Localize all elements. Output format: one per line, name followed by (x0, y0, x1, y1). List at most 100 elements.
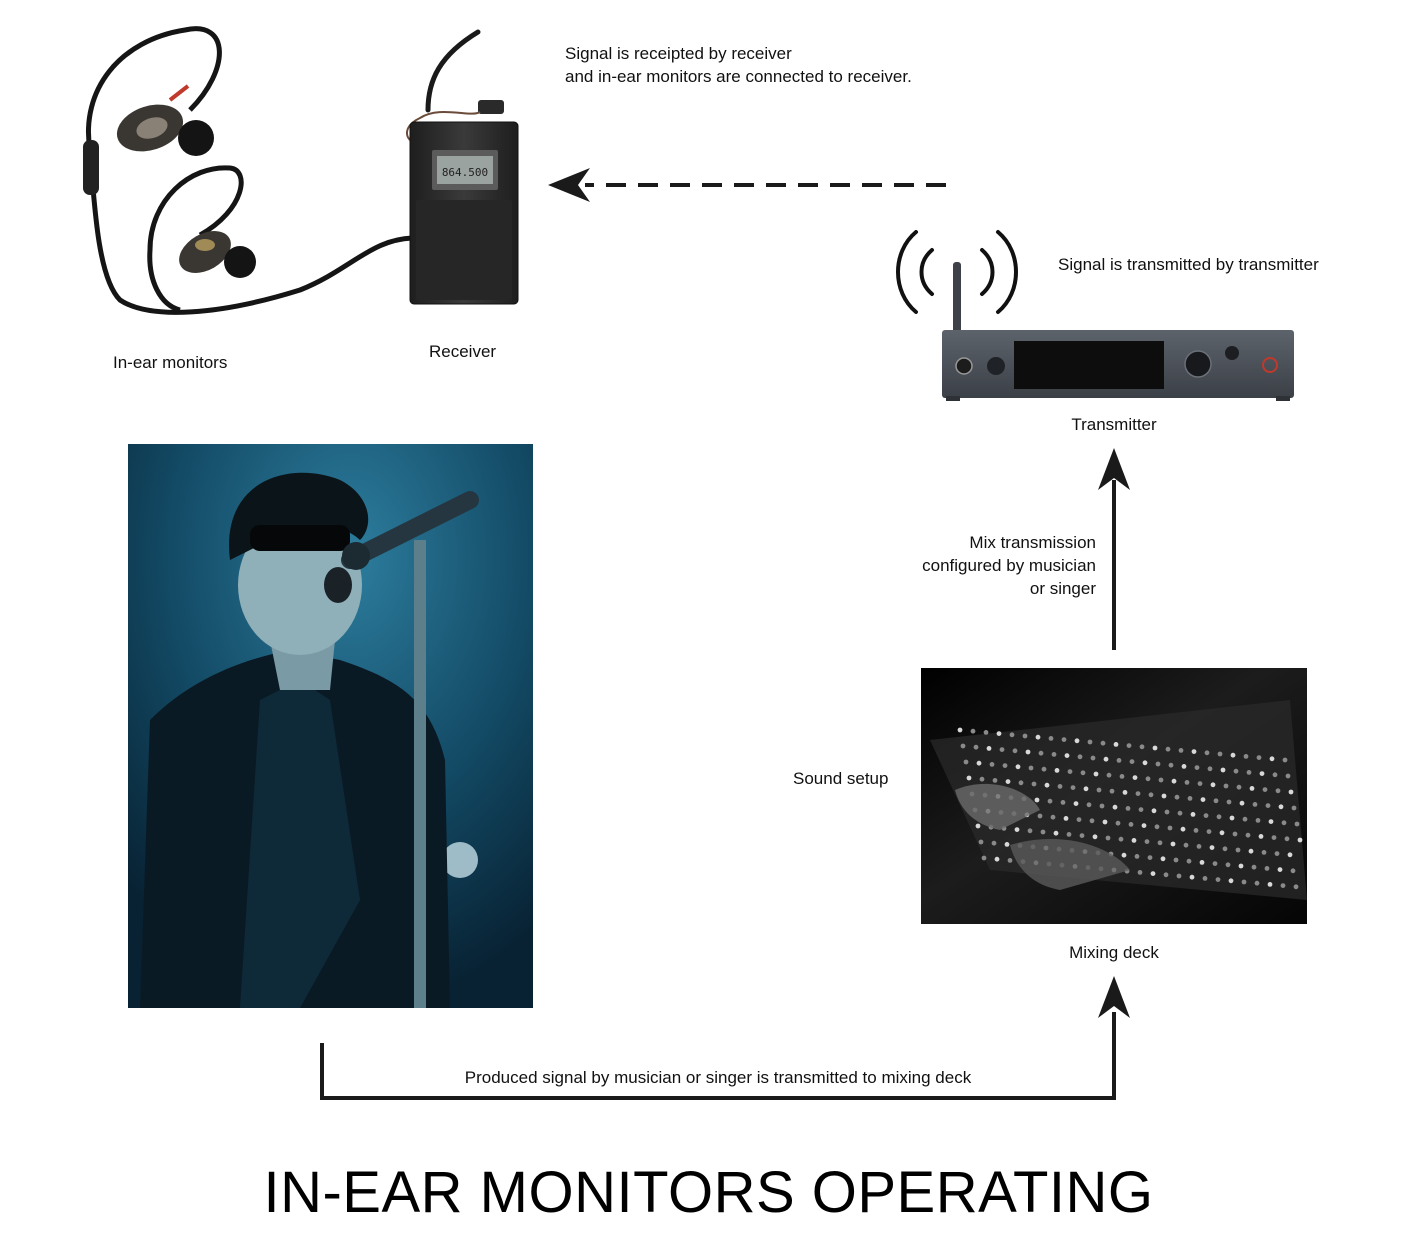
receiver-label: Receiver (429, 342, 497, 361)
mixer-knob (1194, 765, 1200, 770)
mixer-knob (957, 727, 963, 733)
mixer-knob (1200, 797, 1206, 802)
mixer-knob (1177, 810, 1183, 816)
mixer-knob (996, 731, 1002, 736)
mixer-knob (1002, 763, 1008, 768)
mixer-knob (1079, 833, 1085, 838)
mixer-knob (1203, 813, 1209, 818)
mixer-knob (1207, 766, 1213, 772)
mixer-knob (1060, 800, 1066, 805)
mixer-knob (978, 839, 984, 845)
mixer-knob (1128, 822, 1134, 827)
mixer-knob (1229, 815, 1235, 821)
mixer-knob (1230, 752, 1236, 758)
mixer-knob (1183, 842, 1189, 848)
mixer-knob (1180, 826, 1186, 832)
mixer-knob (1158, 777, 1164, 783)
mixer-knob (1176, 873, 1182, 879)
page-title: IN-EAR MONITORS OPERATING (263, 1160, 1154, 1225)
mixer-knob (1232, 831, 1238, 837)
mixer-knob (1297, 837, 1303, 843)
mixer-knob (1096, 787, 1102, 793)
mixer-knob (1015, 764, 1021, 770)
mixer-knob (1256, 755, 1262, 760)
mixer-knob (1277, 867, 1283, 872)
mixer-knob (1083, 786, 1089, 792)
mixer-knob (1018, 780, 1024, 786)
mixer-knob (1202, 876, 1208, 881)
mixer-knob (973, 744, 979, 750)
mixer-knob (1150, 871, 1156, 876)
mixer-knob (1061, 737, 1067, 742)
singer-photo (128, 444, 533, 1008)
mixer-knob (1267, 882, 1273, 887)
mixer-knob (1268, 819, 1274, 824)
mixer-knob (1086, 802, 1092, 808)
mixer-knob (1028, 765, 1034, 771)
mixer-knob (1228, 878, 1234, 884)
mixer-knob (1139, 744, 1145, 750)
mixer-knob (1047, 798, 1053, 804)
mixer-knob (1242, 816, 1248, 822)
mixer-knob (1132, 775, 1138, 780)
bodypack-receiver-icon: 864.500 (406, 29, 519, 305)
mixer-knob (1258, 834, 1264, 839)
mixer-knob (1154, 824, 1160, 830)
mixer-knob (1103, 756, 1109, 762)
mixer-knob (1093, 771, 1099, 777)
mixer-knob (1115, 820, 1121, 826)
mixer-knob (1147, 855, 1153, 860)
mixer-knob (1291, 805, 1297, 811)
mixer-knob (1236, 784, 1242, 790)
mixer-knob (1005, 779, 1011, 784)
mixer-knob (1212, 861, 1218, 866)
mixer-knob (1285, 773, 1291, 779)
mixer-knob (1122, 790, 1128, 795)
mixer-knob (1216, 814, 1222, 820)
mixer-knob (1134, 854, 1140, 859)
mixing-deck-label: Mixing deck (1069, 943, 1159, 962)
mix-to-transmitter-arrow (1098, 448, 1130, 650)
mixer-knob (1181, 764, 1187, 769)
mixer-knob (1135, 791, 1141, 796)
sound-setup-label: Sound setup (793, 769, 889, 788)
mixer-knob (1044, 782, 1050, 788)
singer-to-mixer-arrow (320, 976, 1130, 1100)
in-ear-monitors-label: In-ear monitors (113, 353, 228, 372)
mixer-knob (1007, 858, 1013, 863)
mixer-knob (1187, 796, 1193, 801)
mixer-knob (1025, 749, 1031, 755)
mixer-knob (1213, 798, 1219, 804)
mixer-knob (1050, 814, 1056, 820)
mixer-knob (1064, 753, 1070, 758)
mixer-knob (1037, 813, 1043, 819)
mixer-knob (1109, 788, 1115, 794)
mixer-knob (1035, 734, 1041, 740)
mixer-knob (1294, 821, 1300, 827)
mixer-knob (1249, 786, 1255, 791)
mixer-knob (1189, 874, 1195, 880)
mixer-knob (1031, 781, 1037, 787)
mixer-knob (989, 762, 995, 767)
mixer-knob (966, 775, 972, 781)
mixer-knob (1155, 761, 1161, 767)
mixer-knob (1063, 816, 1069, 821)
mixer-knob (1067, 769, 1073, 774)
mixer-knob (1057, 784, 1063, 789)
mixer-knob (994, 856, 1000, 862)
mixer-knob (1235, 847, 1241, 853)
in-ear-monitor-icon (83, 26, 413, 315)
mixer-knob (1161, 793, 1167, 799)
mixer-knob (1077, 754, 1083, 760)
mixer-knob (1145, 776, 1151, 782)
mixer-knob (1090, 755, 1096, 761)
mixer-knob (1151, 808, 1157, 814)
mixer-knob (1293, 884, 1299, 890)
mixer-knob (1070, 785, 1076, 790)
mixer-knob (1051, 752, 1057, 757)
mixer-knob (1197, 781, 1203, 786)
mixer-knob (1248, 848, 1254, 854)
mixer-knob (1076, 817, 1082, 822)
mixer-knob (1274, 851, 1280, 856)
receiver-note-line2: and in-ear monitors are connected to rec… (565, 67, 912, 86)
